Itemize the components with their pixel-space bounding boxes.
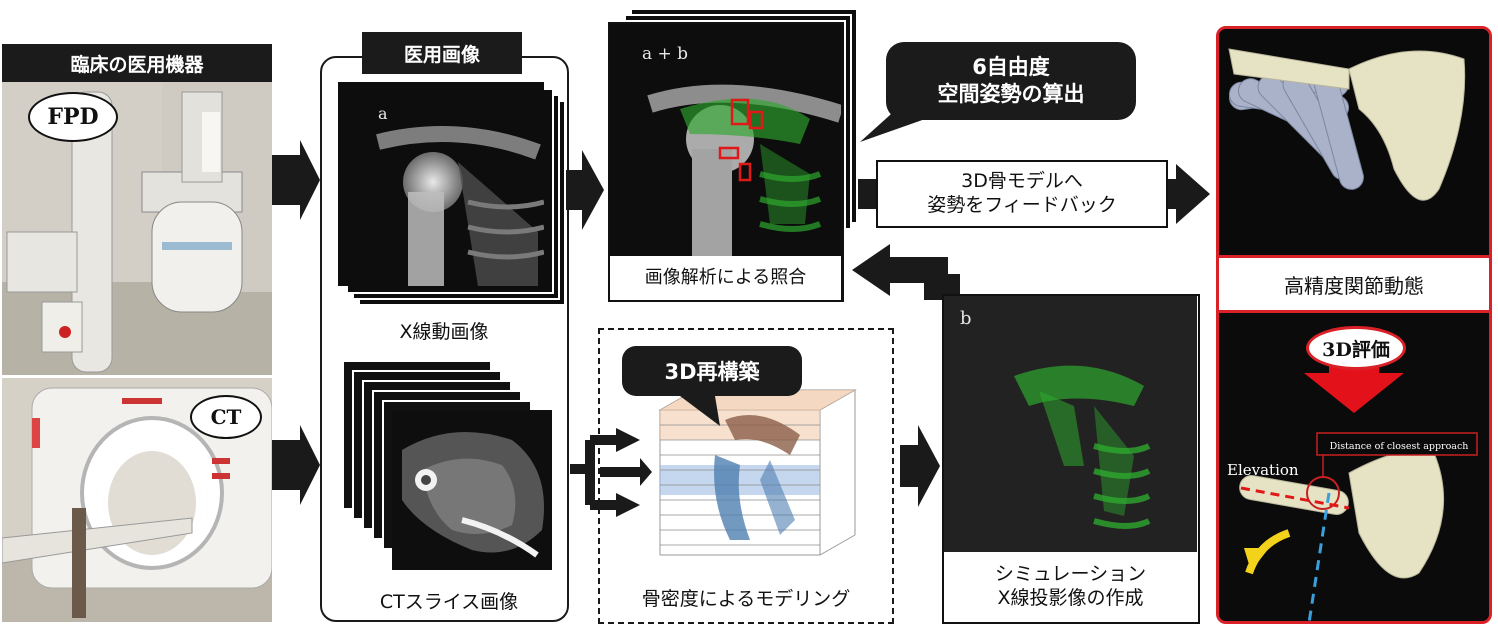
xray-panel-letter: a [378, 104, 388, 123]
pose-bubble-line1: 6自由度 [972, 54, 1050, 79]
simulation-panel: b シミュレーション X線投影像の作成 [942, 294, 1200, 624]
matching-caption: 画像解析による照合 [610, 256, 841, 300]
matching-overlay-illustration [610, 24, 841, 256]
simulation-illustration [944, 296, 1197, 552]
matching-panel: a + b 画像解析による照合 [608, 22, 844, 302]
modeling-caption: 骨密度によるモデリング [606, 584, 886, 616]
arrow-right [565, 150, 604, 230]
matching-panel-letter: a + b [642, 44, 689, 64]
evaluation-illustration [1219, 313, 1489, 621]
devices-title: 臨床の医用機器 [2, 44, 272, 82]
elevation-label: Elevation [1227, 461, 1299, 479]
medical-images-title: 医用画像 [362, 32, 522, 74]
feedback-line2: 姿勢をフィードバック [927, 194, 1117, 216]
result-frame: 高精度関節動態 Distance of closest approach Ele… [1216, 26, 1492, 624]
simulation-caption-line2: X線投影像の作成 [997, 587, 1144, 609]
xray-shoulder-illustration [338, 82, 544, 286]
voxel-model-illustration [658, 389, 857, 556]
simulation-caption: シミュレーション X線投影像の作成 [944, 554, 1197, 620]
arrow-bracket [616, 493, 640, 517]
pose-bubble-line2: 空間姿勢の算出 [937, 82, 1085, 106]
simulation-panel-letter: b [960, 308, 972, 329]
modeling-frame [598, 328, 894, 624]
arrow-right [272, 425, 320, 505]
fpd-photo [2, 82, 272, 375]
simulation-caption-line1: シミュレーション [994, 563, 1147, 586]
modeling-bubble: 3D再構築 [622, 346, 802, 396]
arrow-bracket [616, 428, 640, 452]
arrow-bracket [600, 458, 652, 486]
modeling-bubble-tail [680, 396, 720, 426]
fpd-tag: FPD [28, 92, 118, 142]
arrow-right [272, 140, 320, 220]
ct-tag: CT [190, 395, 262, 439]
bone-motion-illustration [1219, 29, 1489, 251]
evaluation-badge: 3D評価 [1306, 326, 1406, 370]
arrow-elbow [852, 244, 960, 300]
pose-bubble: 6自由度 空間姿勢の算出 [886, 42, 1136, 120]
xray-image: a [338, 82, 544, 286]
ct-image [392, 410, 552, 570]
feedback-box: 3D骨モデルへ 姿勢をフィードバック [876, 160, 1168, 228]
ct-caption: CTスライス画像 [340, 588, 558, 618]
arrow-right [900, 425, 940, 507]
closest-approach-label: Distance of closest approach [1329, 440, 1469, 452]
result-title: 高精度関節動態 [1219, 255, 1489, 313]
xray-caption: X線動画像 [346, 318, 542, 348]
fpd-machine-illustration [2, 82, 272, 375]
arrow-bracket [585, 435, 620, 510]
feedback-line1: 3D骨モデルへ [961, 170, 1083, 193]
ct-cross-section-illustration [392, 410, 552, 570]
